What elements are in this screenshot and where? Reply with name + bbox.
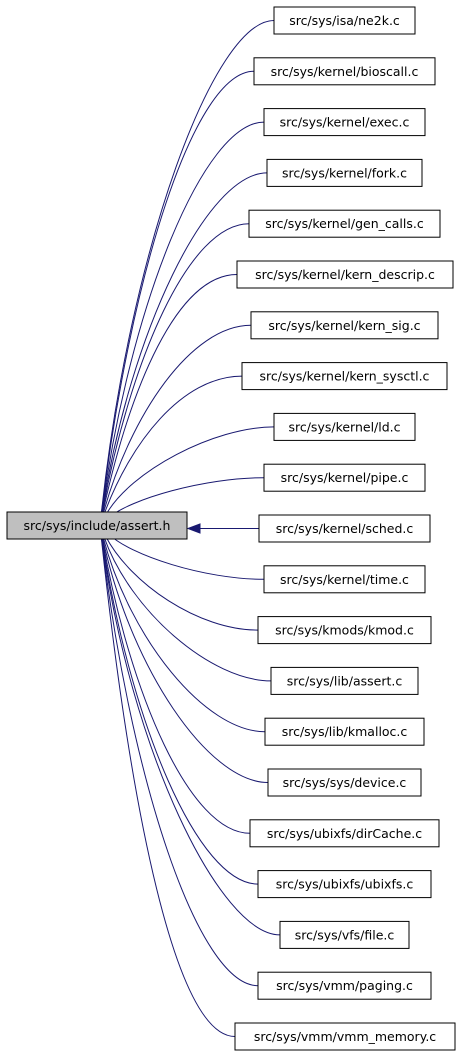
edge-line [101, 537, 281, 936]
dependency-edge-src-sys-vmm-paging-c [96, 524, 259, 987]
edge-line [101, 121, 265, 514]
file-node-label: src/sys/kmods/kmod.c [275, 623, 414, 638]
edge-line [100, 20, 275, 514]
file-node-box [236, 260, 454, 289]
file-node-label: src/sys/kernel/exec.c [280, 115, 410, 130]
file-node-label: src/sys/ubixfs/dirCache.c [267, 826, 422, 841]
edge-line [105, 426, 275, 516]
file-node-label: src/sys/kernel/gen_calls.c [265, 216, 424, 231]
file-node-label: src/sys/isa/ne2k.c [289, 13, 400, 28]
file-node-src-sys-kernel-exec-c[interactable]: src/sys/kernel/exec.c [263, 108, 426, 137]
file-node-box [263, 565, 426, 594]
file-node-src-sys-vfs-file-c[interactable]: src/sys/vfs/file.c [279, 920, 410, 949]
nodes: src/sys/include/assert.h src/sys/isa/ne2k… [6, 6, 456, 1051]
file-node-box [257, 971, 432, 1000]
file-node-box [279, 920, 410, 949]
file-node-src-sys-kernel-pipe-c[interactable]: src/sys/kernel/pipe.c [263, 463, 426, 492]
file-node-src-sys-kernel-bioscall-c[interactable]: src/sys/kernel/bioscall.c [253, 57, 436, 86]
edge-line [108, 477, 265, 518]
file-node-label: src/sys/kernel/kern_sig.c [268, 318, 420, 333]
edge-line [103, 536, 272, 682]
file-node-src-sys-ubixfs-dircache-c[interactable]: src/sys/ubixfs/dirCache.c [249, 819, 440, 848]
edge-line [103, 375, 243, 515]
edge-line [105, 535, 259, 631]
edge-line [101, 537, 251, 834]
dependency-edge-src-sys-kernel-kern-sysctl-c [99, 375, 243, 527]
arrowhead [186, 523, 201, 534]
edge-line [102, 537, 269, 783]
file-node-box [250, 311, 439, 340]
edge-line [101, 223, 250, 514]
edge-line [101, 537, 259, 885]
file-node-src-sys-kernel-gen-calls-c[interactable]: src/sys/kernel/gen_calls.c [248, 209, 441, 238]
edge-line [108, 533, 265, 580]
file-node-label: src/sys/kernel/bioscall.c [271, 64, 419, 79]
file-node-label: src/sys/kernel/fork.c [282, 165, 407, 180]
file-node-box [267, 768, 422, 797]
file-node-box [234, 1022, 456, 1051]
edge-line [100, 537, 236, 1037]
file-node-src-sys-vmm-vmm-memory-c[interactable]: src/sys/vmm/vmm_memory.c [234, 1022, 456, 1051]
file-node-src-sys-kmods-kmod-c[interactable]: src/sys/kmods/kmod.c [257, 616, 432, 645]
file-node-label: src/sys/ubixfs/ubixfs.c [276, 877, 414, 892]
root-node-box [6, 511, 188, 540]
file-node-box [257, 870, 432, 899]
edge-line [102, 324, 252, 515]
file-node-label: src/sys/sys/device.c [283, 775, 407, 790]
edge-line [101, 172, 268, 514]
file-node-box [273, 6, 416, 35]
file-node-src-sys-kernel-kern-descrip-c[interactable]: src/sys/kernel/kern_descrip.c [236, 260, 454, 289]
file-node-src-sys-kernel-time-c[interactable]: src/sys/kernel/time.c [263, 565, 426, 594]
file-node-box [241, 362, 448, 391]
file-node-label: src/sys/vmm/paging.c [276, 978, 413, 993]
file-node-src-sys-kernel-fork-c[interactable]: src/sys/kernel/fork.c [266, 158, 423, 187]
file-node-label: src/sys/kernel/ld.c [288, 419, 400, 434]
file-node-label: src/sys/vmm/vmm_memory.c [254, 1029, 436, 1044]
root-node[interactable]: src/sys/include/assert.h [6, 511, 188, 540]
dependency-edge-src-sys-lib-assert-c [99, 524, 272, 682]
dependency-edge-src-sys-kernel-sched-c [186, 523, 259, 534]
file-node-label: src/sys/lib/assert.c [287, 673, 403, 688]
file-node-src-sys-kernel-kern-sig-c[interactable]: src/sys/kernel/kern_sig.c [250, 311, 439, 340]
file-node-box [273, 412, 416, 441]
file-node-src-sys-kernel-sched-c[interactable]: src/sys/kernel/sched.c [258, 514, 431, 543]
file-node-box [249, 819, 440, 848]
file-node-src-sys-kernel-kern-sysctl-c[interactable]: src/sys/kernel/kern_sysctl.c [241, 362, 448, 391]
file-node-box [263, 463, 426, 492]
edge-line [102, 274, 238, 514]
dependency-edge-src-sys-kernel-kern-descrip-c [97, 274, 238, 527]
dependency-edge-src-sys-vmm-vmm-memory-c [96, 524, 236, 1037]
file-node-src-sys-vmm-paging-c[interactable]: src/sys/vmm/paging.c [257, 971, 432, 1000]
edge-line [100, 70, 255, 514]
file-node-box [266, 158, 423, 187]
file-node-label: src/sys/kernel/time.c [280, 572, 409, 587]
file-node-label: src/sys/lib/kmalloc.c [282, 724, 408, 739]
file-node-box [258, 514, 431, 543]
file-node-box [264, 717, 425, 746]
edge-line [102, 536, 266, 733]
file-node-label: src/sys/kernel/kern_descrip.c [255, 267, 435, 282]
file-node-label: src/sys/vfs/file.c [295, 927, 395, 942]
file-node-label: src/sys/kernel/kern_sysctl.c [260, 369, 430, 384]
file-node-label: src/sys/kernel/pipe.c [281, 470, 409, 485]
file-node-src-sys-isa-ne2k-c[interactable]: src/sys/isa/ne2k.c [273, 6, 416, 35]
file-node-src-sys-sys-device-c[interactable]: src/sys/sys/device.c [267, 768, 422, 797]
file-node-box [248, 209, 441, 238]
file-node-box [253, 57, 436, 86]
root-node-label: src/sys/include/assert.h [24, 518, 171, 533]
file-node-src-sys-ubixfs-ubixfs-c[interactable]: src/sys/ubixfs/ubixfs.c [257, 870, 432, 899]
edge-line [100, 537, 259, 987]
file-node-src-sys-lib-kmalloc-c[interactable]: src/sys/lib/kmalloc.c [264, 717, 425, 746]
dependency-edge-src-sys-kernel-ld-c [99, 426, 275, 527]
file-node-src-sys-kernel-ld-c[interactable]: src/sys/kernel/ld.c [273, 412, 416, 441]
file-node-label: src/sys/kernel/sched.c [276, 521, 414, 536]
file-node-box [270, 666, 419, 695]
file-node-box [263, 108, 426, 137]
file-node-src-sys-lib-assert-c[interactable]: src/sys/lib/assert.c [270, 666, 419, 695]
file-node-box [257, 616, 432, 645]
